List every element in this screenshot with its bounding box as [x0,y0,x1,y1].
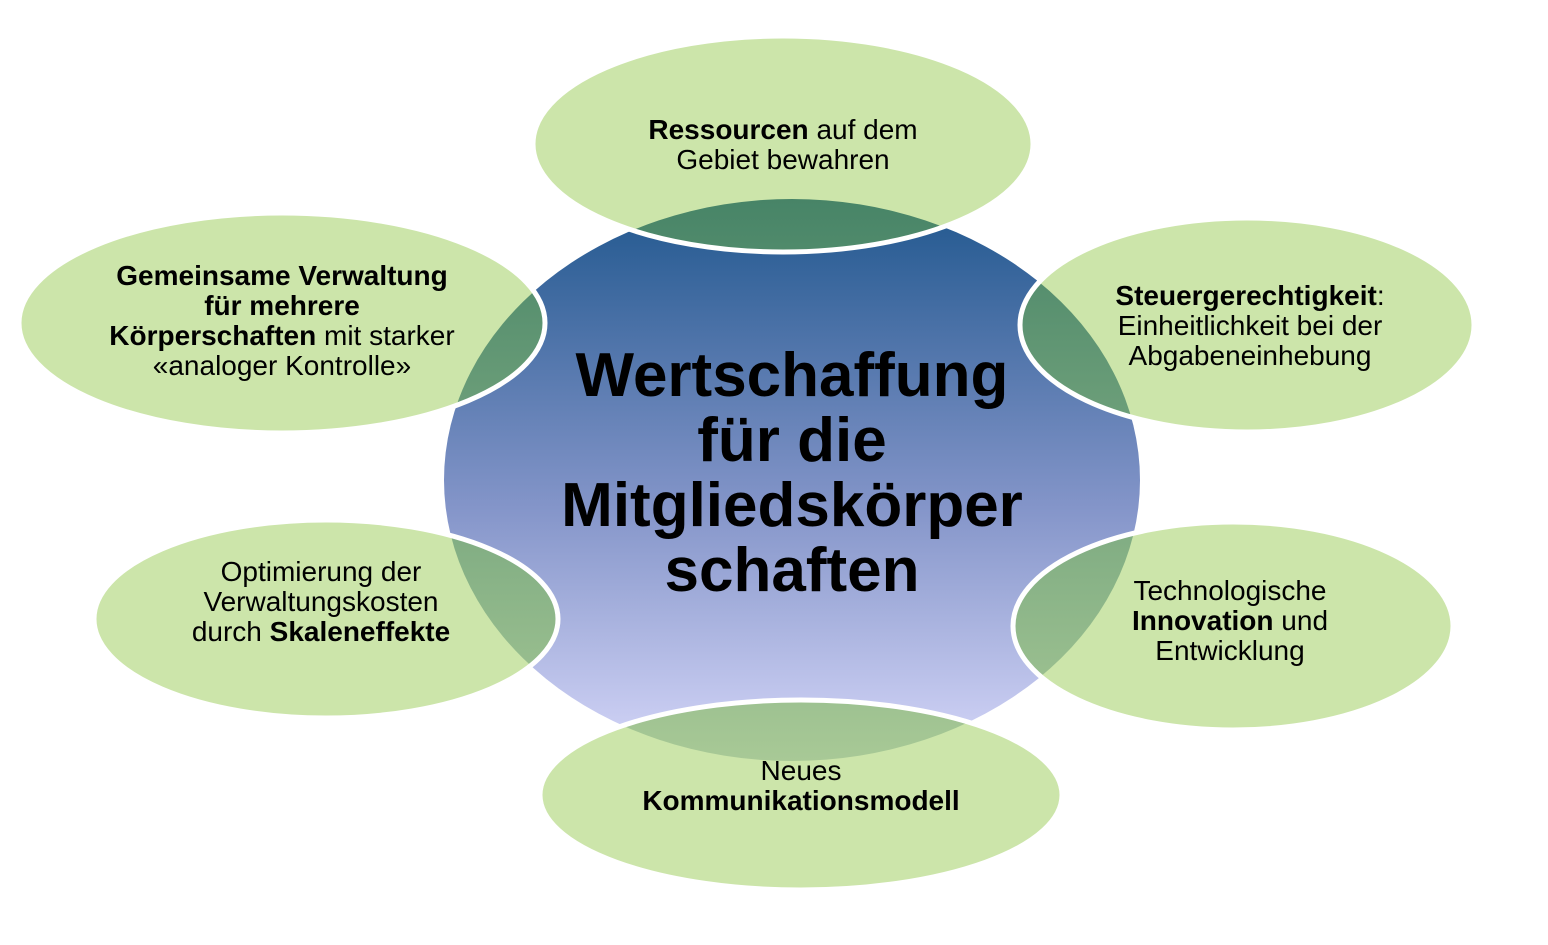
text-segment: Technologische [1133,575,1327,606]
bubble-lower-left-shape [91,517,561,721]
text-segment: Skaleneffekte [269,616,451,647]
bubble-lower-right-text: Technologische Innovation und Entwicklun… [980,576,1480,666]
bubble-outline [530,33,1036,255]
text-line: Kommunikationsmodell [551,786,1051,816]
bubble-fill [533,36,1033,252]
bubble-upper-left-shape [16,210,548,436]
text-segment: Gebiet bewahren [676,144,890,175]
bubble-top-shape [530,33,1036,255]
title-line: Wertschaffung [575,341,1009,410]
title-line: für die [697,406,887,475]
text-line: Ressourcen auf dem [533,115,1033,145]
text-segment: durch [191,616,270,647]
bubble-fill [540,700,1062,890]
text-segment: Steuergerechtigkeit [1115,280,1377,311]
text-line: Neues [551,756,1051,786]
text-line: Gemeinsame Verwaltung [32,261,532,291]
text-segment: «analoger Kontrolle» [152,350,412,381]
bubble-lower-right-shape [1010,519,1456,733]
bubble-fill [19,213,545,433]
text-line: Verwaltungskosten [71,587,571,617]
text-segment: Kommunikationsmodell [642,785,960,816]
text-segment: Ressourcen [648,114,809,145]
bubble-upper-left-text: Gemeinsame Verwaltung für mehrere Körper… [32,261,532,381]
bubble-upper-right-shape [1017,215,1477,435]
text-segment: mit starker [316,320,455,351]
text-segment: : [1376,280,1385,311]
bubble-bottom-shape [537,697,1065,893]
bubble-bottom-text: Neues Kommunikationsmodell [551,756,1051,816]
text-line: für mehrere [32,291,532,321]
text-segment: Körperschaften [109,320,317,351]
text-line: Optimierung der [71,557,571,587]
center-title: Wertschaffung für die Mitgliedskörper sc… [442,343,1142,603]
text-segment: Innovation [1131,605,1274,636]
text-segment: und [1273,605,1329,636]
bubble-outline [16,210,548,436]
text-line: Innovation und [980,606,1480,636]
text-segment: für mehrere [204,290,360,321]
text-line: Körperschaften mit starker [32,321,532,351]
text-line: Einheitlichkeit bei der [1000,311,1500,341]
text-line: «analoger Kontrolle» [32,351,532,381]
center-ellipse [444,199,1140,761]
bubble-fill [94,520,558,718]
text-segment: Neues [760,755,842,786]
text-segment: Einheitlichkeit bei der [1117,310,1383,341]
text-segment: auf dem [808,114,918,145]
text-line: Steuergerechtigkeit: [1000,281,1500,311]
bubble-upper-right-text: Steuergerechtigkeit: Einheitlichkeit bei… [1000,281,1500,371]
text-segment: Entwicklung [1155,635,1305,666]
text-line: Technologische [980,576,1480,606]
bubble-fill [1013,522,1453,730]
bubble-fill [1020,218,1474,432]
bubble-outline [91,517,561,721]
bubble-outline [1017,215,1477,435]
text-segment: Abgabeneinhebung [1128,340,1372,371]
title-line: Mitgliedskörper [561,471,1023,540]
bubble-top-text: Ressourcen auf dem Gebiet bewahren [533,115,1033,175]
text-segment: Verwaltungskosten [203,586,439,617]
text-line: Entwicklung [980,636,1480,666]
text-segment: Gemeinsame Verwaltung [116,260,448,291]
text-line: Gebiet bewahren [533,145,1033,175]
text-line: durch Skaleneffekte [71,617,571,647]
bubble-lower-left-text: Optimierung der Verwaltungskosten durch … [71,557,571,647]
text-segment: Optimierung der [220,556,422,587]
bubble-outline [537,697,1065,893]
text-line: Abgabeneinhebung [1000,341,1500,371]
bubble-outline [1010,519,1456,733]
title-line: schaften [664,536,920,605]
